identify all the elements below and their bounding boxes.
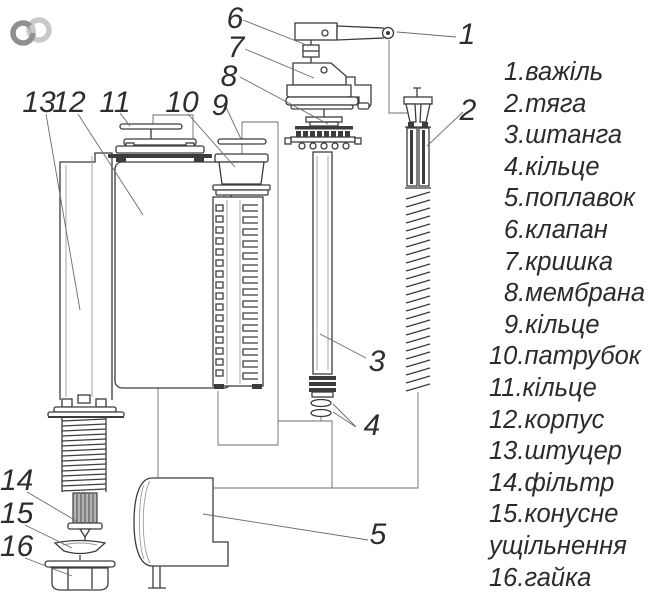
legend-item-pipe: 10.патрубок xyxy=(489,342,641,371)
legend-item-body: 12.корпус xyxy=(489,405,605,434)
callout-fitting: 13 xyxy=(22,86,56,119)
membrane-drawing xyxy=(284,109,362,150)
callout-body-ring: 11 xyxy=(99,86,130,119)
body-drawing xyxy=(108,138,232,389)
lever-drawing xyxy=(294,22,395,41)
logo-light-ring xyxy=(26,17,52,43)
legend-item-seal-1: 15.конусне xyxy=(489,500,619,529)
legend-item-ring11: 11.кільце xyxy=(489,373,597,402)
shaft-drawing xyxy=(309,151,336,398)
body-ring-drawing xyxy=(119,123,183,139)
callout-membrane: 8 xyxy=(221,60,238,93)
pipe-left-rack xyxy=(215,204,224,377)
legend-item-filter: 14.фільтр xyxy=(489,468,615,497)
logo-interlocked-rings-icon xyxy=(10,17,52,46)
legend-item-fitting: 13.штуцер xyxy=(489,437,622,466)
callout-nut: 16 xyxy=(0,530,34,563)
callout-float: 5 xyxy=(370,518,387,551)
cone-seal-drawing xyxy=(53,539,107,560)
callout-cover: 7 xyxy=(228,31,246,64)
callout-body: 12 xyxy=(52,86,86,119)
seal-rings-drawing xyxy=(310,398,332,418)
legend-item-float: 5.поплавок xyxy=(504,184,636,213)
callout-valve: 6 xyxy=(227,2,244,35)
membrane-teeth xyxy=(296,131,350,137)
pipe-right-comb xyxy=(242,204,258,380)
rod-coil xyxy=(405,191,431,392)
legend-item-cover: 7.кришка xyxy=(504,247,614,276)
float-drawing xyxy=(133,477,229,589)
callout-upper-ring: 9 xyxy=(212,89,229,122)
callout-lever: 1 xyxy=(459,18,476,51)
legend-item-nut: 16.гайка xyxy=(489,563,592,592)
legend-item-membrane: 8.мембрана xyxy=(504,279,646,308)
legend-item-ring9: 9.кільце xyxy=(504,310,600,339)
callout-shaft: 3 xyxy=(369,345,386,378)
legend-item-valve: 6.клапан xyxy=(504,215,608,244)
callout-pipe: 10 xyxy=(165,86,199,119)
membrane-scallops xyxy=(298,142,350,150)
callout-filter: 14 xyxy=(0,464,33,497)
nut-drawing xyxy=(44,560,116,591)
fitting-drawing xyxy=(47,152,125,498)
legend-item-shaft: 3.штанга xyxy=(504,121,623,150)
callout-seal: 15 xyxy=(0,497,34,530)
valve-plug-drawing xyxy=(302,40,320,63)
callout-rod: 2 xyxy=(459,94,477,127)
logo-ring-overlap xyxy=(28,23,36,34)
callout-rings: 4 xyxy=(364,409,381,442)
fitting-threads xyxy=(61,418,107,492)
pull-rod-drawing xyxy=(403,87,433,392)
legend-item-seal-2: ущільнення xyxy=(489,531,627,560)
upper-ring-drawing xyxy=(217,138,267,145)
leader-lines xyxy=(24,19,464,577)
callout-numbers: 1 2 3 4 5 6 7 8 9 10 11 12 13 14 15 16 xyxy=(0,2,477,563)
filter-drawing xyxy=(67,492,103,541)
legend-item-ring4: 4.кільце xyxy=(504,152,600,181)
assembly-brackets xyxy=(152,40,419,489)
legend-item-rod: 2.тяга xyxy=(504,89,587,118)
parts-legend: 1.важіль 2.тяга 3.штанга 4.кільце 5.попл… xyxy=(489,57,645,594)
legend-item-lever: 1.важіль xyxy=(504,58,604,86)
cover-drawing xyxy=(285,62,372,110)
pipe-drawing xyxy=(212,153,271,389)
